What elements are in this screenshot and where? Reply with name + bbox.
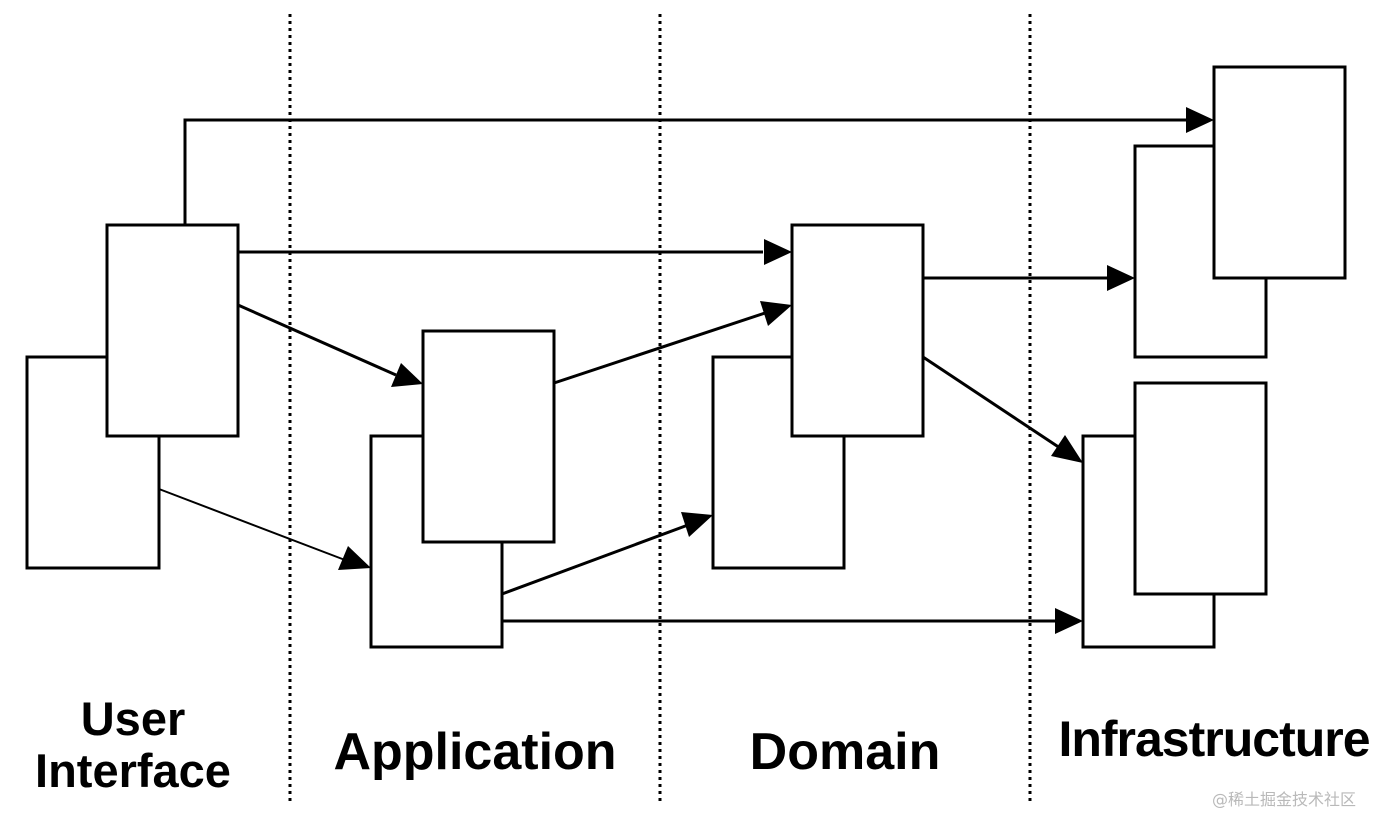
connector-app-to-domain-back bbox=[501, 523, 689, 596]
watermark: @稀土掘金技术社区 bbox=[1212, 790, 1357, 809]
arrowhead-infra-bottom-upper bbox=[1051, 435, 1083, 463]
arrowhead-app-front bbox=[391, 363, 423, 387]
connector-ui-to-infra-top bbox=[183, 118, 1186, 225]
arrowheads bbox=[338, 107, 1214, 634]
arrowhead-domain-front bbox=[760, 301, 792, 326]
arrowhead-infra-top-upper bbox=[1186, 107, 1214, 133]
layer-label-infrastructure: Infrastructure bbox=[1058, 711, 1370, 767]
infra-top-box-front bbox=[1212, 65, 1347, 280]
app-box-front bbox=[421, 329, 556, 544]
ui-box-front bbox=[105, 223, 240, 438]
connector-domain-to-infra-bottom bbox=[922, 355, 1061, 450]
arrowhead-infra-bottom-lower bbox=[1055, 608, 1083, 634]
connector-ui-to-app-back bbox=[158, 488, 346, 561]
layer-label-user-interface-line1: User bbox=[80, 692, 186, 745]
connectors bbox=[158, 118, 1186, 623]
layer-label-user-interface: User Interface bbox=[18, 693, 248, 796]
arrowhead-app-back bbox=[338, 546, 371, 570]
domain-box-front bbox=[790, 223, 925, 438]
layer-label-domain: Domain bbox=[749, 723, 941, 781]
arrowhead-domain-back bbox=[681, 512, 713, 537]
connector-ui-to-app-front bbox=[237, 303, 397, 377]
layer-dividers bbox=[288, 14, 1032, 805]
layer-label-user-interface-line2: Interface bbox=[35, 743, 231, 797]
connector-app-to-domain-front bbox=[553, 311, 766, 385]
arrowhead-infra-top-lower bbox=[1107, 265, 1135, 291]
layer-label-application: Application bbox=[333, 723, 617, 781]
arrowhead-domain-upper bbox=[764, 239, 792, 265]
infra-bottom-box-front bbox=[1133, 381, 1268, 596]
component-boxes bbox=[25, 65, 1347, 649]
